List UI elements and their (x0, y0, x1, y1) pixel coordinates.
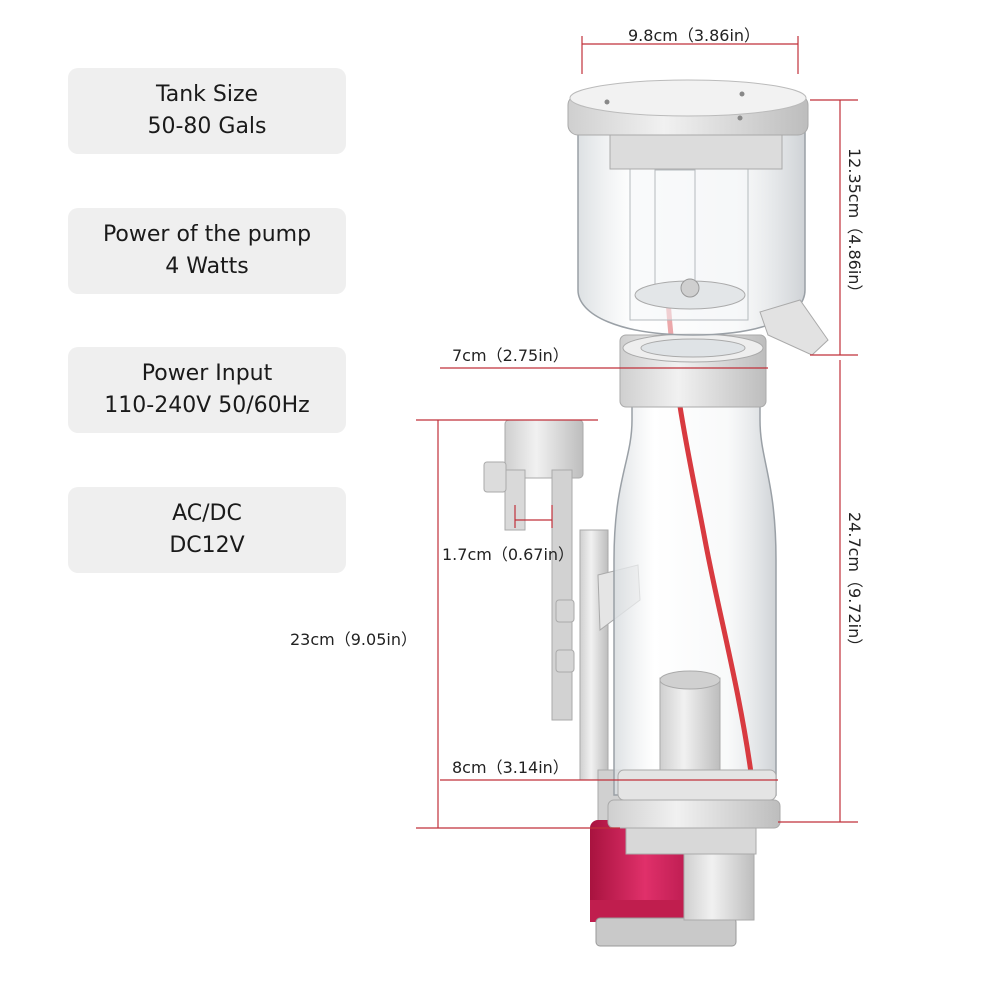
spec-title: Power of the pump (102, 222, 312, 247)
dimension-label-neck-width: 7cm（2.75in） (452, 346, 569, 365)
spec-title: Power Input (141, 361, 273, 386)
neck-ring (619, 333, 767, 408)
dimension-label-mount-height: 23cm（9.05in） (290, 630, 417, 649)
spec-card-acdc: AC/DC DC12V (68, 487, 346, 573)
dimension-label-clip-gap: 1.7cm（0.67in） (442, 545, 575, 564)
collection-cup (567, 79, 829, 356)
dimension-lines (416, 36, 858, 829)
spec-value: 4 Watts (165, 254, 249, 279)
spec-card-power-input: Power Input 110-240V 50/60Hz (68, 347, 346, 433)
spec-title: Tank Size (155, 82, 259, 107)
spec-value: 110-240V 50/60Hz (104, 393, 310, 418)
dimension-label-cup-height: 12.35cm（4.86in） (845, 148, 864, 301)
dimension-label-base-width: 8cm（3.14in） (452, 758, 569, 777)
dimension-label-top-width: 9.8cm（3.86in） (628, 26, 761, 45)
spec-title: AC/DC (172, 501, 242, 526)
spec-card-pump-power: Power of the pump 4 Watts (68, 208, 346, 294)
spec-value: 50-80 Gals (147, 114, 267, 139)
reaction-chamber (607, 299, 781, 855)
spec-value: DC12V (169, 533, 245, 558)
dimension-label-body-height: 24.7cm（9.72in） (845, 512, 864, 655)
spec-card-tank-size: Tank Size 50-80 Gals (68, 68, 346, 154)
